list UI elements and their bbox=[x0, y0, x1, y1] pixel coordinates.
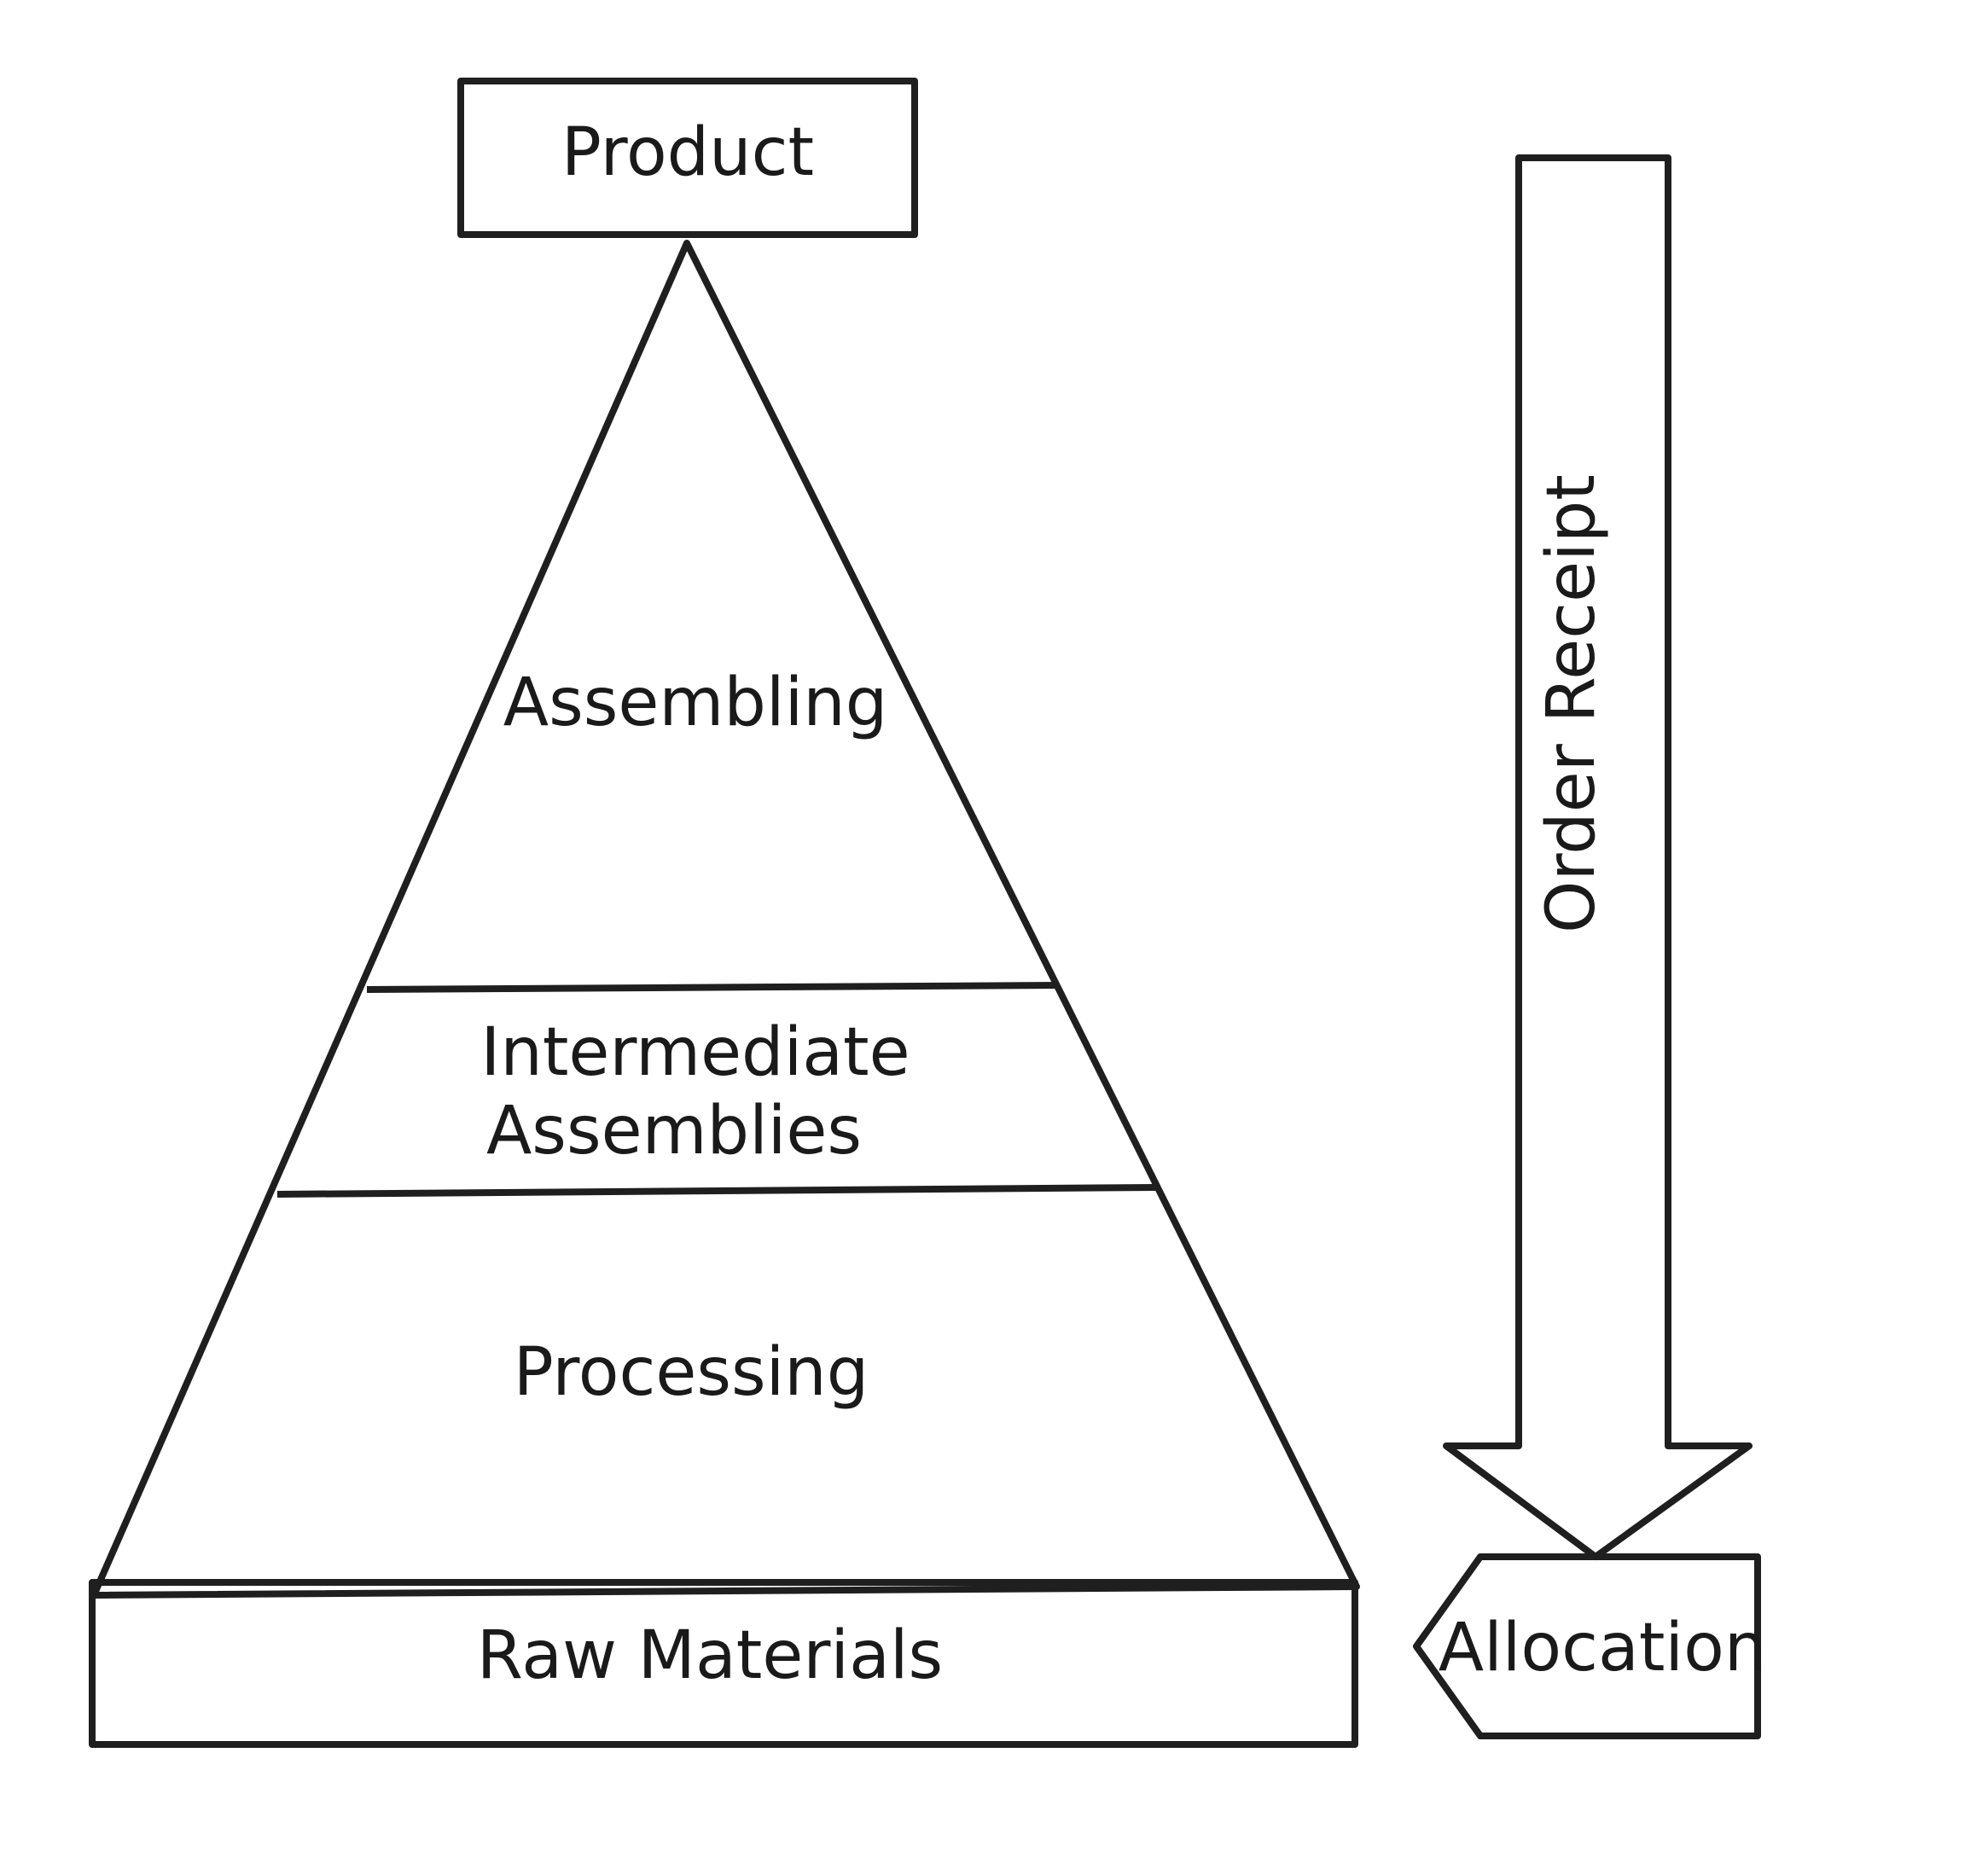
assembling-label: Assembling bbox=[503, 665, 887, 741]
allocation-shape bbox=[1413, 1553, 1761, 1739]
raw-materials-label: Raw Materials bbox=[477, 1617, 943, 1694]
product-label: Product bbox=[561, 114, 814, 191]
intermediate-label-line1: Intermediate bbox=[480, 1014, 910, 1091]
intermediate-label-line2: Assemblies bbox=[486, 1093, 862, 1170]
pyramid-outline bbox=[90, 240, 1360, 1599]
divider-assembling-intermediate bbox=[366, 982, 1059, 993]
allocation-label: Allocation bbox=[1439, 1610, 1767, 1686]
product-box bbox=[457, 78, 918, 238]
order-receipt-arrow bbox=[1443, 154, 1753, 1560]
order-receipt-label: Order Receipt bbox=[1533, 474, 1610, 933]
divider-intermediate-processing bbox=[276, 1184, 1157, 1198]
processing-label: Processing bbox=[514, 1334, 869, 1411]
raw-materials-box bbox=[89, 1579, 1358, 1748]
